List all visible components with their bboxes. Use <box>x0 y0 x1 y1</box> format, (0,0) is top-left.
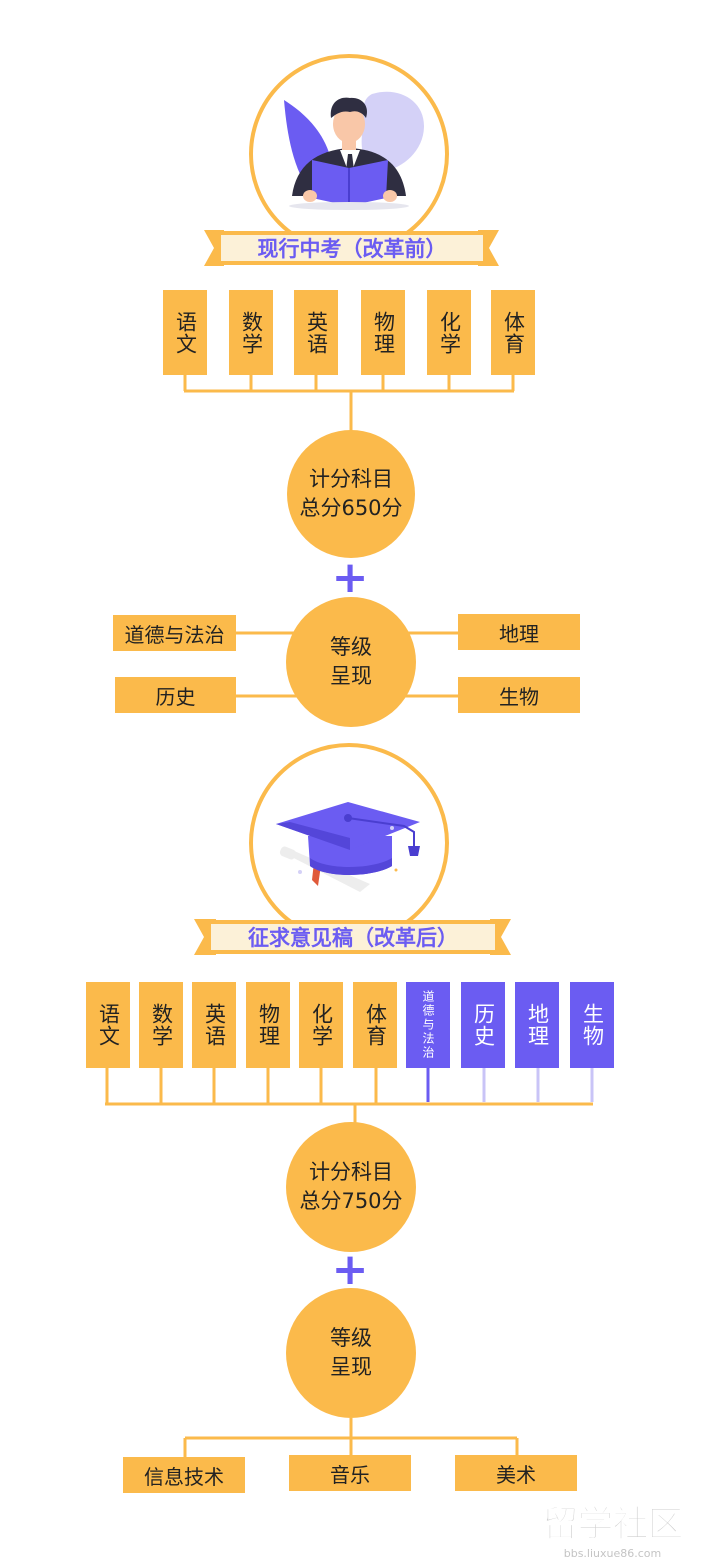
s2-grade-label-1: 等级 <box>330 1326 372 1350</box>
banner-1-ribbon <box>204 230 499 266</box>
s1-subject-chemistry: 化学 <box>427 290 471 375</box>
s2-grade-label-2: 呈现 <box>330 1355 372 1379</box>
s2-subject-english: 英语 <box>192 982 236 1068</box>
s2-subject-chemistry: 化学 <box>299 982 343 1068</box>
graduation-cap-illustration <box>249 743 449 943</box>
teacher-illustration <box>249 54 449 254</box>
s1-subject-pe: 体育 <box>491 290 535 375</box>
s2-score-circle: 计分科目 总分750分 <box>286 1122 416 1252</box>
banner-2-title: 征求意见稿（改革后） <box>248 926 458 950</box>
watermark-url: bbs.liuxue86.com <box>563 1547 662 1560</box>
s1-score-circle: 计分科目 总分650分 <box>287 430 415 558</box>
s2-subject-physics: 物理 <box>246 982 290 1068</box>
s1-score-total: 总分650分 <box>299 496 403 520</box>
s1-grade-label-1: 等级 <box>330 635 372 659</box>
s1-subject-chinese: 语文 <box>163 290 207 375</box>
s2-subject-morality-law: 道德与法治 <box>406 982 450 1068</box>
s1-grade-label-2: 呈现 <box>330 664 372 688</box>
s1-subject-math: 数学 <box>229 290 273 375</box>
s2-subject-biology: 生物 <box>570 982 614 1068</box>
s1-grade-morality-law: 道德与法治 <box>113 615 236 651</box>
watermark-logo: 留学社区 bbs.liuxue86.com <box>530 1495 695 1561</box>
s1-grade-biology: 生物 <box>458 677 580 713</box>
s2-subject-math: 数学 <box>139 982 183 1068</box>
s1-subject-english: 英语 <box>294 290 338 375</box>
watermark-main-text: 留学社区 <box>542 1504 684 1546</box>
s2-plus-sign: + <box>331 1244 369 1295</box>
banner-2-ribbon <box>194 919 511 955</box>
s1-score-label: 计分科目 <box>309 467 393 491</box>
s2-grade-it: 信息技术 <box>123 1457 245 1493</box>
s2-grade-circle: 等级 呈现 <box>286 1288 416 1418</box>
s1-grade-circle: 等级 呈现 <box>286 597 416 727</box>
s2-subject-chinese: 语文 <box>86 982 130 1068</box>
s1-plus-sign: + <box>331 552 369 603</box>
s2-subject-history: 历史 <box>461 982 505 1068</box>
s2-subject-pe: 体育 <box>353 982 397 1068</box>
s2-grade-music: 音乐 <box>289 1455 411 1491</box>
s1-grade-history: 历史 <box>115 677 236 713</box>
s1-grade-geography: 地理 <box>458 614 580 650</box>
banner-1-title: 现行中考（改革前） <box>257 237 447 261</box>
s2-score-total: 总分750分 <box>299 1189 403 1213</box>
s2-subject-geography: 地理 <box>515 982 559 1068</box>
s2-grade-art: 美术 <box>455 1455 577 1491</box>
s2-score-label: 计分科目 <box>309 1160 393 1184</box>
s1-subject-physics: 物理 <box>361 290 405 375</box>
